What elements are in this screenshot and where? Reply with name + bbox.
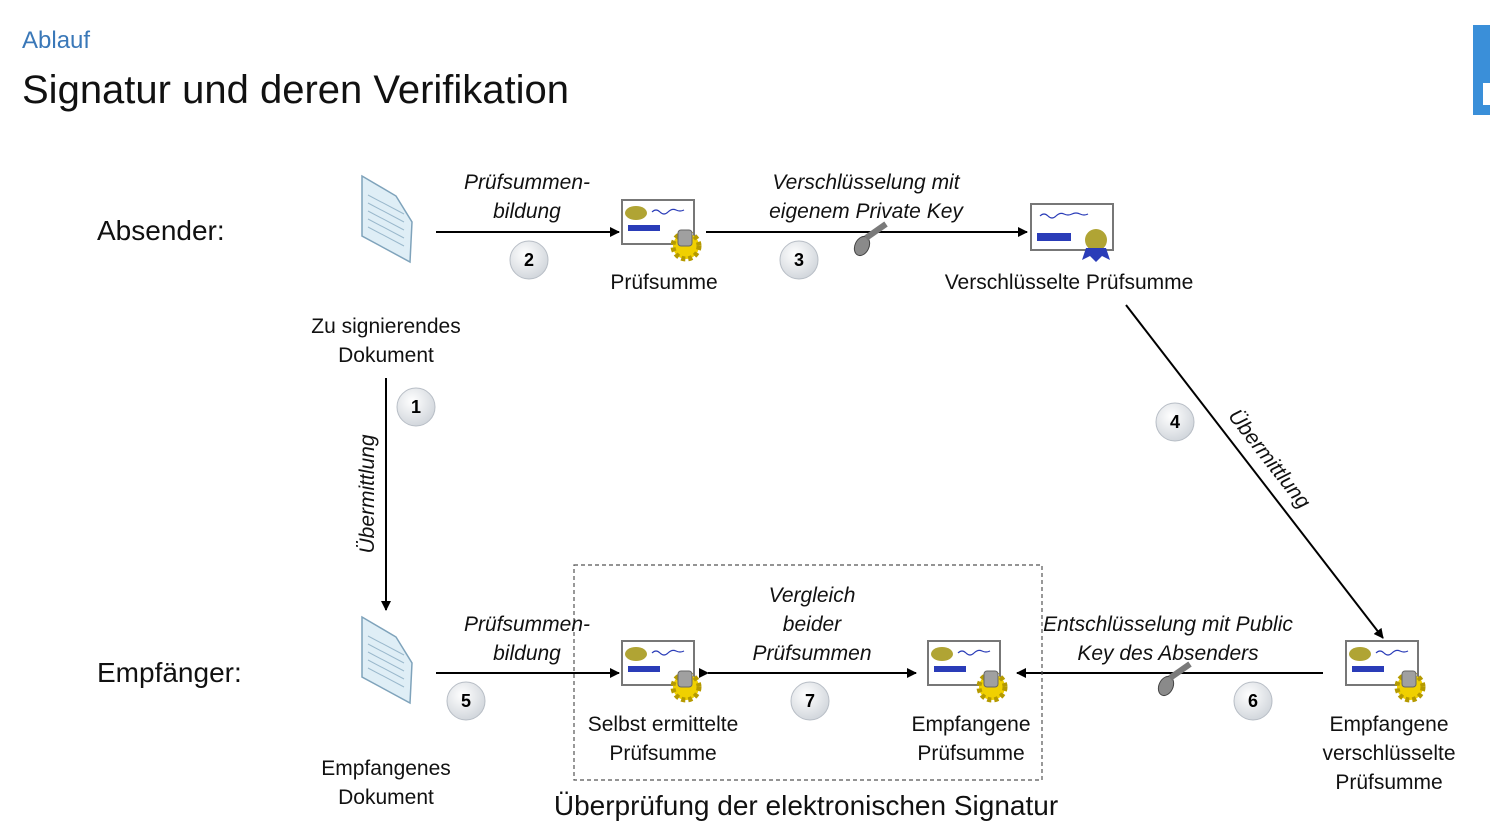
lane-label-sender: Absender: <box>97 215 225 246</box>
node-label-checksum: Prüfsumme <box>610 271 717 294</box>
svg-text:Prüfsummen-: Prüfsummen- <box>464 613 590 636</box>
edge-label-transfer-document: Übermittlung <box>356 434 379 553</box>
svg-text:7: 7 <box>805 691 815 711</box>
key-icon <box>853 221 888 257</box>
verification-box <box>573 564 1043 781</box>
svg-text:Verschlüsselung mit: Verschlüsselung mit <box>772 171 960 194</box>
svg-text:Entschlüsselung mit Public: Entschlüsselung mit Public <box>1043 613 1293 636</box>
edge-label-compare: Vergleich beider Prüfsummen <box>752 584 871 665</box>
page-title: Signatur und deren Verifikation <box>22 68 570 112</box>
key-icon <box>1157 661 1192 697</box>
step-badge-6: 6 <box>1233 681 1273 721</box>
svg-text:4: 4 <box>1170 412 1180 432</box>
svg-text:2: 2 <box>524 250 534 270</box>
svg-text:Dokument: Dokument <box>338 786 434 809</box>
node-label-self-checksum: Selbst ermittelte Prüfsumme <box>588 713 739 765</box>
arrow-transfer-checksum <box>1125 304 1384 639</box>
svg-text:bildung: bildung <box>493 200 561 223</box>
svg-text:Prüfsumme: Prüfsumme <box>917 742 1024 765</box>
lane-label-receiver: Empfänger: <box>97 657 242 688</box>
svg-text:Prüfsumme: Prüfsumme <box>1335 771 1442 794</box>
svg-text:Empfangene: Empfangene <box>911 713 1030 736</box>
svg-text:Selbst ermittelte: Selbst ermittelte <box>588 713 739 736</box>
step-badge-7: 7 <box>790 681 830 721</box>
svg-text:eigenem Private Key: eigenem Private Key <box>769 200 964 223</box>
svg-text:5: 5 <box>461 691 471 711</box>
node-label-doc-sign: Zu signierendes Dokument <box>311 315 460 367</box>
svg-text:Prüfsummen: Prüfsummen <box>752 642 871 665</box>
node-label-recv-checksum: Empfangene Prüfsumme <box>911 713 1030 765</box>
step-badge-2: 2 <box>509 240 549 280</box>
svg-text:3: 3 <box>794 250 804 270</box>
svg-text:Empfangenes: Empfangenes <box>321 757 451 780</box>
node-label-recv-enc-checksum: Empfangene verschlüsselte Prüfsumme <box>1322 713 1455 794</box>
svg-text:Dokument: Dokument <box>338 344 434 367</box>
svg-text:verschlüsselte: verschlüsselte <box>1322 742 1455 765</box>
received-encrypted-certificate-icon <box>1345 640 1426 703</box>
step-badge-4: 4 <box>1155 402 1195 442</box>
node-label-enc-checksum: Verschlüsselte Prüfsumme <box>945 271 1194 294</box>
svg-text:Prüfsummen-: Prüfsummen- <box>464 171 590 194</box>
document-icon <box>361 615 413 705</box>
encrypted-certificate-icon <box>1030 203 1114 262</box>
svg-text:beider: beider <box>783 613 842 636</box>
edge-label-checksum-receiver: Prüfsummen- bildung <box>464 613 590 665</box>
checksum-certificate-icon <box>621 199 702 262</box>
svg-text:6: 6 <box>1248 691 1258 711</box>
breadcrumb[interactable]: Ablauf <box>22 27 91 54</box>
step-badge-1: 1 <box>396 387 436 427</box>
verification-caption: Überprüfung der elektronischen Signatur <box>554 790 1058 821</box>
document-icon <box>361 174 413 264</box>
received-checksum-certificate-icon <box>927 640 1008 703</box>
side-tab[interactable] <box>1473 25 1490 115</box>
step-badge-3: 3 <box>779 240 819 280</box>
svg-text:Key des Absenders: Key des Absenders <box>1077 642 1259 665</box>
svg-text:Prüfsumme: Prüfsumme <box>609 742 716 765</box>
svg-text:Zu signierendes: Zu signierendes <box>311 315 460 338</box>
svg-text:Vergleich: Vergleich <box>769 584 856 607</box>
svg-text:Empfangene: Empfangene <box>1329 713 1448 736</box>
edge-label-encrypt: Verschlüsselung mit eigenem Private Key <box>769 171 964 223</box>
svg-text:1: 1 <box>411 397 421 417</box>
node-label-doc-received: Empfangenes Dokument <box>321 757 451 809</box>
self-checksum-certificate-icon <box>621 640 702 703</box>
edge-label-checksum-sender: Prüfsummen- bildung <box>464 171 590 223</box>
edge-label-decrypt: Entschlüsselung mit Public Key des Absen… <box>1043 613 1293 665</box>
step-badge-5: 5 <box>446 681 486 721</box>
edge-label-transfer-checksum: Übermittlung <box>1223 405 1315 513</box>
svg-text:bildung: bildung <box>493 642 561 665</box>
